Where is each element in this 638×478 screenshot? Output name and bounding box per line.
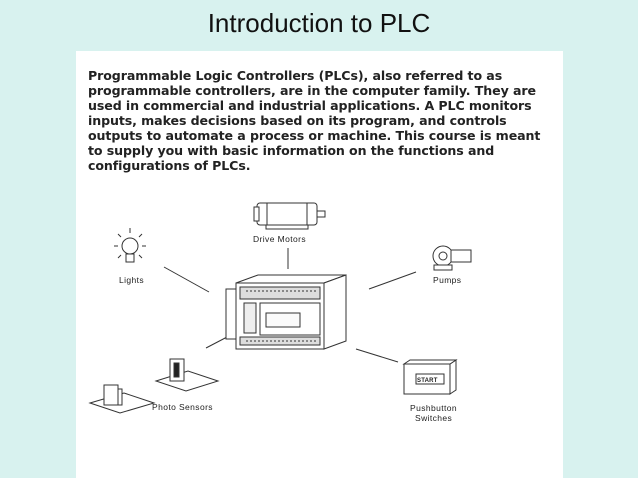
pushbutton-icon xyxy=(402,359,458,395)
line-pushbutton xyxy=(355,348,399,363)
line-pumps xyxy=(368,271,417,290)
label-pushbutton: Pushbutton xyxy=(410,403,457,413)
label-pumps: Pumps xyxy=(433,275,461,285)
line-lights xyxy=(163,266,210,293)
connector-lines xyxy=(163,248,417,363)
line-sensors xyxy=(205,335,230,349)
intro-paragraph: Programmable Logic Controllers (PLCs), a… xyxy=(88,68,541,173)
drive-motor-icon xyxy=(253,202,326,230)
label-drive-motors: Drive Motors xyxy=(253,234,306,244)
light-bulb-icon xyxy=(114,228,146,263)
slide-title: Introduction to PLC xyxy=(207,8,431,38)
start-button-label: START xyxy=(417,378,438,384)
label-photo-sensors: Photo Sensors xyxy=(152,402,213,412)
label-lights: Lights xyxy=(119,275,144,285)
plc-diagram: Drive Motors Lights Pumps xyxy=(88,202,472,423)
content-panel: Programmable Logic Controllers (PLCs), a… xyxy=(76,51,563,478)
photo-sensors-icon xyxy=(88,358,220,414)
label-switches: Switches xyxy=(415,413,452,423)
plc-unit-icon xyxy=(225,274,347,350)
pump-icon xyxy=(432,245,472,271)
